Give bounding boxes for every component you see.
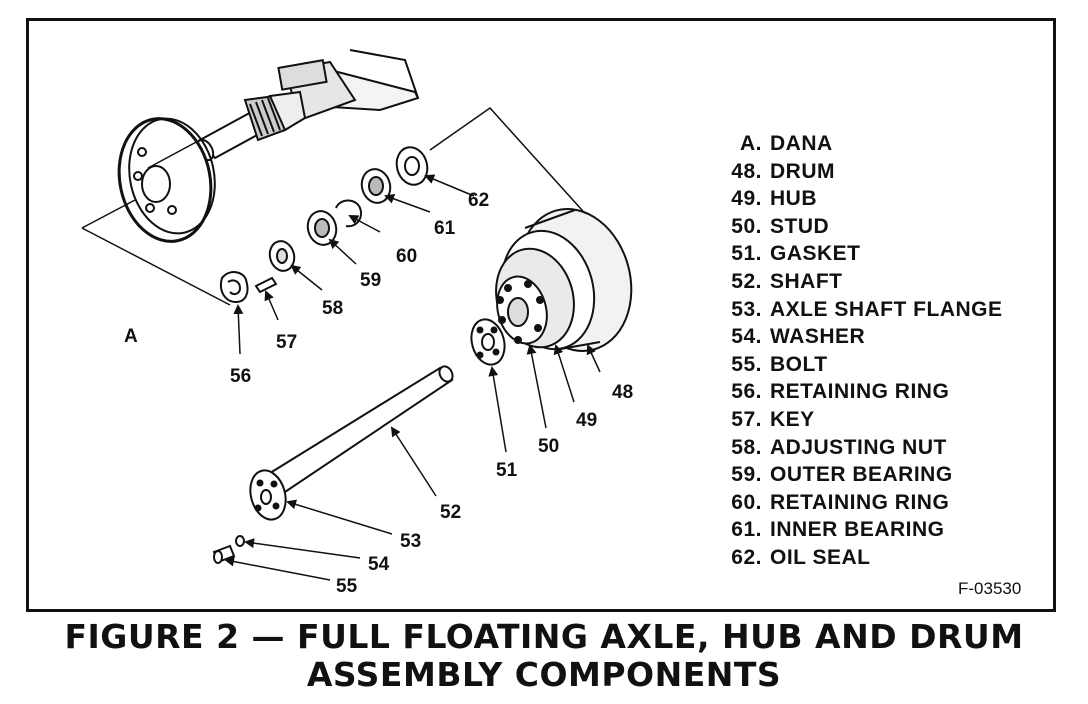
legend-item-number: 58. — [731, 435, 762, 459]
legend-item: 62. OIL SEAL — [722, 544, 1042, 572]
legend-item-number: 59. — [731, 463, 762, 487]
legend-item: A. DANA — [722, 130, 1042, 158]
legend-item-label: INNER BEARING — [770, 518, 945, 542]
retaining-ring-60 — [335, 199, 362, 228]
leader-lines — [224, 174, 601, 581]
legend-item-number: 49. — [731, 187, 762, 211]
legend-item: 61. INNER BEARING — [722, 516, 1042, 544]
legend-item: 51. GASKET — [722, 240, 1042, 268]
legend-item: 49. HUB — [722, 185, 1042, 213]
legend-item-label: KEY — [770, 407, 815, 431]
legend-item: 54. WASHER — [722, 323, 1042, 351]
caption-line-2: ASSEMBLY COMPONENTS — [306, 655, 782, 694]
gasket — [470, 318, 506, 366]
figure-caption: FIGURE 2 — FULL FLOATING AXLE, HUB AND D… — [0, 618, 1088, 694]
axle-shaft-flange — [249, 469, 287, 521]
legend-item-label: RETAINING RING — [770, 380, 950, 404]
legend-item-label: AXLE SHAFT FLANGE — [770, 297, 1003, 321]
label-58: 58 — [322, 298, 343, 319]
label-57: 57 — [276, 332, 297, 353]
legend-item-label: DRUM — [770, 159, 835, 183]
legend-item-number: 62. — [731, 545, 762, 569]
legend-item-label: RETAINING RING — [770, 490, 950, 514]
legend-item: 53. AXLE SHAFT FLANGE — [722, 296, 1042, 324]
label-62: 62 — [468, 190, 489, 211]
legend-item: 55. BOLT — [722, 351, 1042, 379]
legend-item-label: HUB — [770, 187, 817, 211]
legend-item-number: 61. — [731, 518, 762, 542]
legend-item: 52. SHAFT — [722, 268, 1042, 296]
label-A: A — [124, 326, 138, 347]
retaining-ring-56 — [220, 271, 249, 304]
legend-item-number: 56. — [731, 380, 762, 404]
legend-item-number: 51. — [731, 242, 762, 266]
label-54: 54 — [368, 554, 390, 575]
label-55: 55 — [336, 576, 358, 597]
legend-item-number: 55. — [731, 352, 762, 376]
legend-item: 57. KEY — [722, 406, 1042, 434]
legend-item-label: OIL SEAL — [770, 545, 871, 569]
figure-frame — [26, 18, 1056, 612]
legend-item-number: 52. — [731, 269, 762, 293]
label-53: 53 — [400, 531, 421, 552]
caption-line-1: FIGURE 2 — FULL FLOATING AXLE, HUB AND D… — [64, 617, 1024, 656]
label-51: 51 — [496, 460, 518, 481]
label-61: 61 — [434, 218, 456, 239]
legend-item-label: SHAFT — [770, 269, 843, 293]
legend-item: 58. ADJUSTING NUT — [722, 434, 1042, 462]
key-57 — [254, 276, 278, 294]
legend-item-label: BOLT — [770, 352, 828, 376]
legend-item-number: 54. — [731, 325, 762, 349]
axle-shaft — [260, 365, 454, 500]
legend-item-number: 60. — [731, 490, 762, 514]
legend-item-label: ADJUSTING NUT — [770, 435, 947, 459]
legend-item-label: OUTER BEARING — [770, 463, 953, 487]
legend-item-number: 53. — [731, 297, 762, 321]
axle-housing — [117, 49, 420, 243]
legend-item-label: WASHER — [770, 325, 866, 349]
legend-item-label: GASKET — [770, 242, 861, 266]
label-48: 48 — [612, 382, 633, 403]
legend-item: 56. RETAINING RING — [722, 378, 1042, 406]
inner-bearing-61 — [360, 168, 392, 204]
legend-item: 50. STUD — [722, 213, 1042, 241]
label-60: 60 — [396, 246, 417, 267]
label-59: 59 — [360, 270, 381, 291]
legend-item-label: STUD — [770, 214, 830, 238]
washer-and-bolt — [212, 535, 245, 564]
legend-item-number: 50. — [731, 214, 762, 238]
legend-item-number: A. — [740, 132, 762, 155]
label-49: 49 — [576, 410, 597, 431]
legend-item-number: 57. — [731, 407, 762, 431]
legend-item: 60. RETAINING RING — [722, 489, 1042, 517]
label-56: 56 — [230, 366, 251, 387]
legend-item: 59. OUTER BEARING — [722, 461, 1042, 489]
figure-number: F-03530 — [958, 579, 1022, 598]
oil-seal-62 — [395, 146, 429, 186]
legend-item-label: DANA — [770, 132, 833, 155]
label-52: 52 — [440, 502, 461, 523]
label-50: 50 — [538, 436, 559, 457]
outer-bearing-59 — [306, 210, 338, 246]
legend-item-number: 48. — [731, 159, 762, 183]
legend-item: 48. DRUM — [722, 158, 1042, 186]
hub — [496, 275, 548, 345]
parts-legend: A. DANA 48. DRUM 49. HUB 50. STUD 51. GASKET 52. SH… — [722, 130, 1042, 572]
assembly-guide-lines — [81, 107, 619, 306]
adjusting-nut-58 — [268, 240, 296, 272]
